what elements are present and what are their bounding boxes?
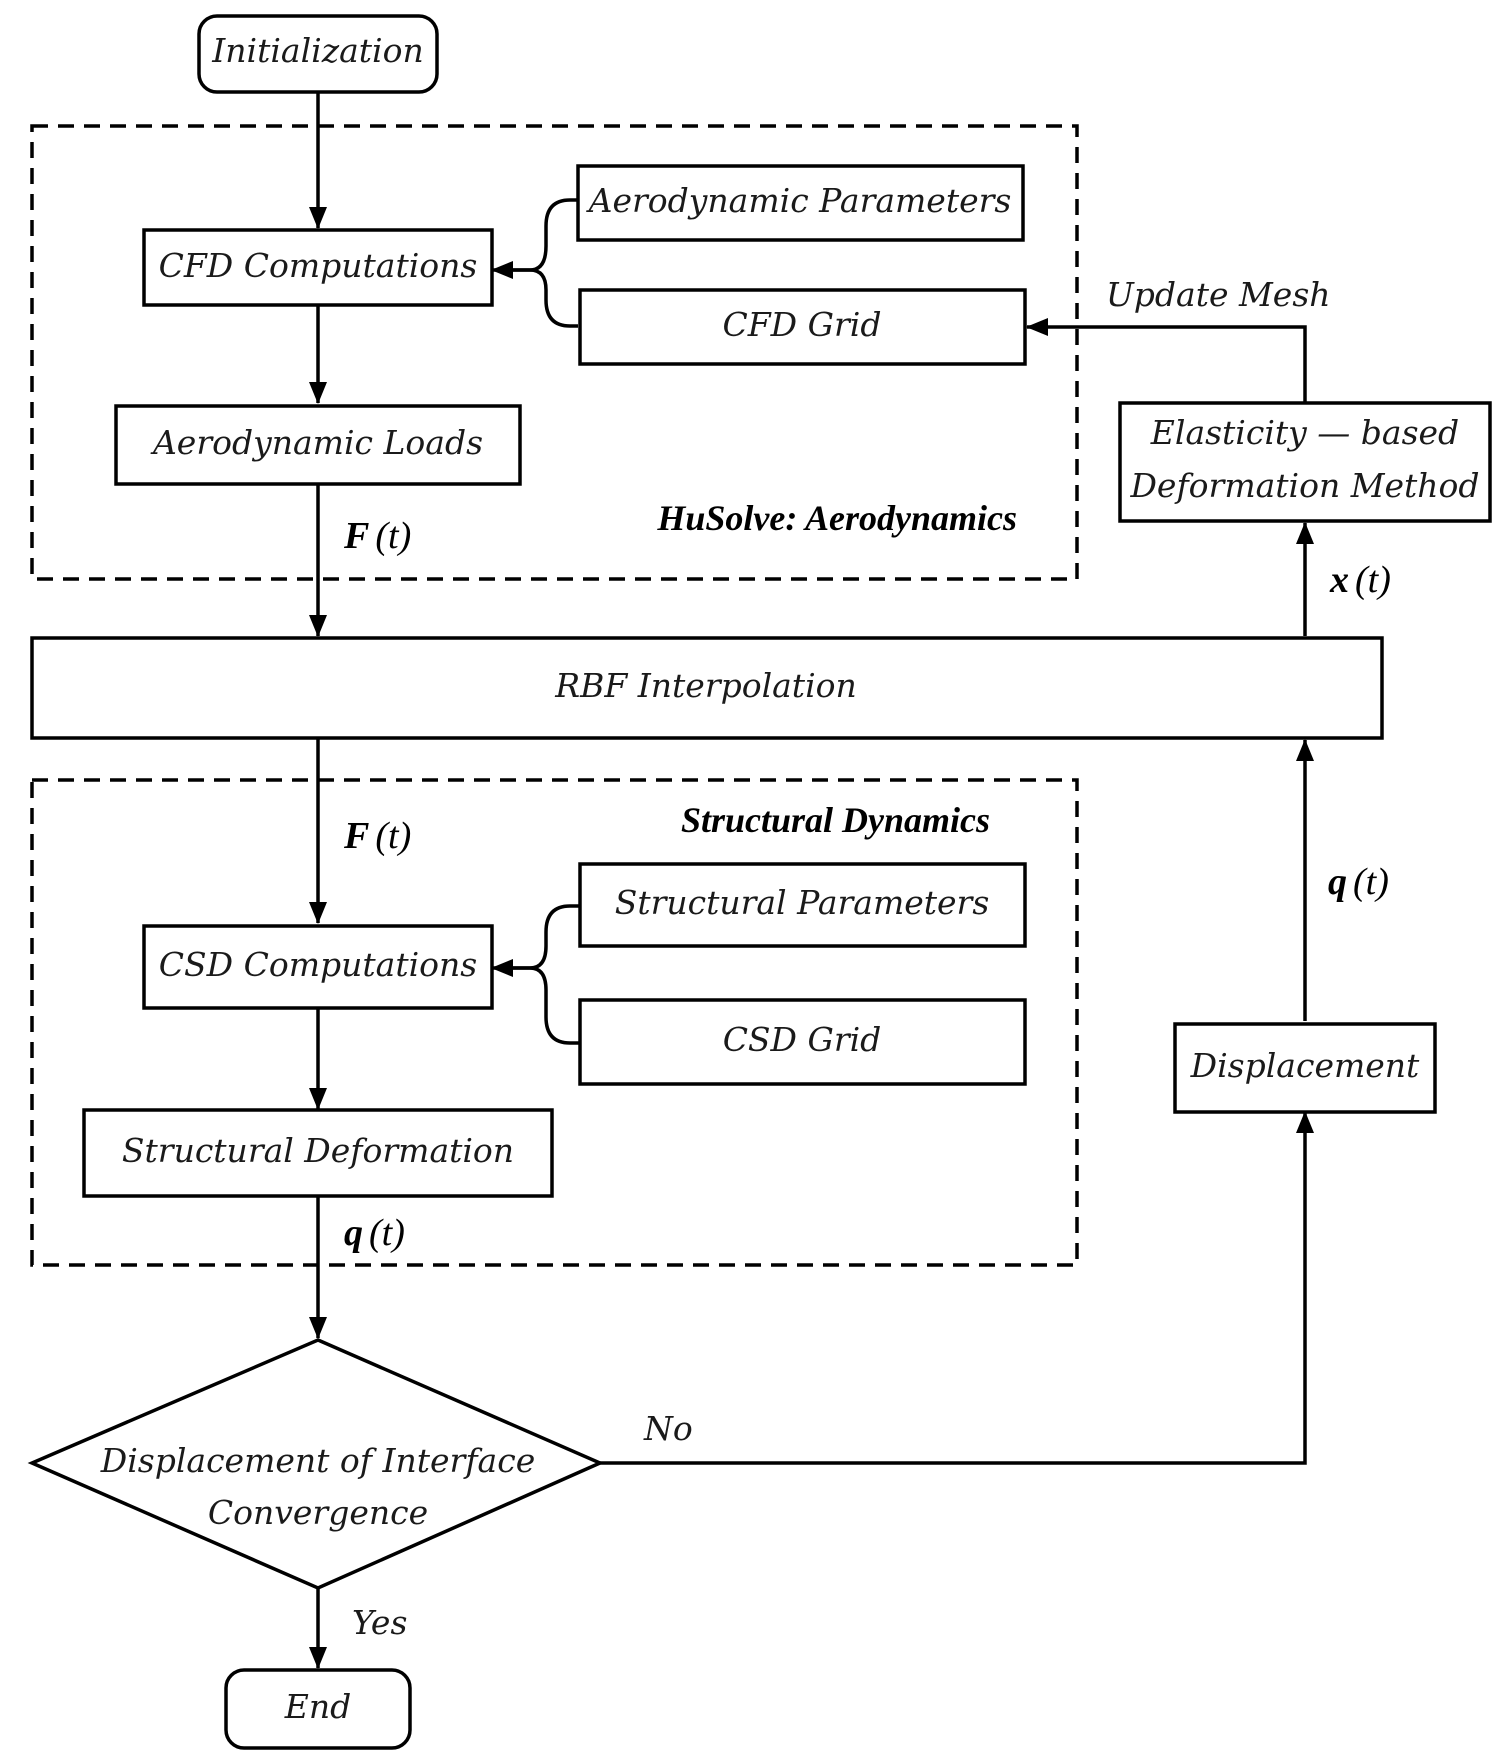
cfd-grid-label: CFD Grid [723, 305, 882, 344]
structural-deformation-label: Structural Deformation [122, 1131, 514, 1170]
aerodynamics-group-title: HuSolve: Aerodynamics [656, 498, 1017, 538]
edge-cfd-inputs-brace-lower [529, 268, 578, 328]
node-initialization: Initialization [197, 14, 439, 94]
node-end: End [224, 1668, 412, 1750]
node-aerodynamic-parameters: Aerodynamic Parameters [576, 164, 1025, 242]
node-cfd-computations: CFD Computations [142, 228, 494, 307]
elasticity-label-line1: Elasticity — based [1150, 413, 1459, 452]
edge-cfd-inputs-brace [496, 198, 578, 272]
node-displacement: Displacement [1173, 1022, 1437, 1114]
force-label-lower: F(t) [343, 815, 411, 857]
node-structural-deformation: Structural Deformation [82, 1108, 554, 1198]
edges [309, 92, 1314, 1669]
structural-group-title: Structural Dynamics [681, 800, 990, 840]
node-elasticity-deformation: Elasticity — based Deformation Method [1118, 401, 1492, 523]
no-label: No [643, 1409, 693, 1448]
aerodynamics-group [30, 124, 1079, 581]
edge-csd-inputs-brace-lower [529, 966, 580, 1045]
node-structural-parameters: Structural Parameters [578, 862, 1027, 948]
convergence-label-line2: Convergence [208, 1493, 428, 1532]
node-rbf-interpolation: RBF Interpolation [30, 636, 1384, 740]
rbf-interpolation-label: RBF Interpolation [554, 666, 857, 705]
edge-csd-inputs-brace [496, 904, 580, 970]
displacement-label: Displacement [1190, 1046, 1420, 1085]
cfd-computations-label: CFD Computations [159, 246, 478, 285]
initialization-label: Initialization [211, 31, 423, 70]
modal-label-right: q(t) [1328, 861, 1389, 903]
structural-parameters-label: Structural Parameters [615, 883, 990, 922]
aerodynamic-loads-label: Aerodynamic Loads [150, 423, 483, 462]
edge-convergence-to-displacement [600, 1111, 1314, 1465]
node-convergence-decision: Displacement of Interface Convergence [27, 1338, 605, 1590]
node-cfd-grid: CFD Grid [578, 288, 1027, 366]
end-label: End [284, 1687, 351, 1726]
modal-label-left: q(t) [344, 1212, 405, 1254]
csd-grid-label: CSD Grid [723, 1020, 882, 1059]
aerodynamic-parameters-label: Aerodynamic Parameters [586, 181, 1012, 220]
node-aerodynamic-loads: Aerodynamic Loads [114, 404, 522, 486]
elasticity-label-line2: Deformation Method [1129, 466, 1479, 505]
update-mesh-label: Update Mesh [1106, 275, 1331, 314]
node-csd-grid: CSD Grid [578, 998, 1027, 1086]
edge-elasticity-to-cfd-grid [1026, 318, 1307, 402]
structural-dynamics-group [30, 778, 1079, 1267]
convergence-label-line1: Displacement of Interface [100, 1441, 535, 1480]
csd-computations-label: CSD Computations [159, 945, 477, 984]
yes-label: Yes [352, 1603, 407, 1642]
node-csd-computations: CSD Computations [142, 924, 494, 1010]
force-label-upper: F(t) [343, 515, 411, 557]
coords-label: x(t) [1329, 559, 1391, 601]
